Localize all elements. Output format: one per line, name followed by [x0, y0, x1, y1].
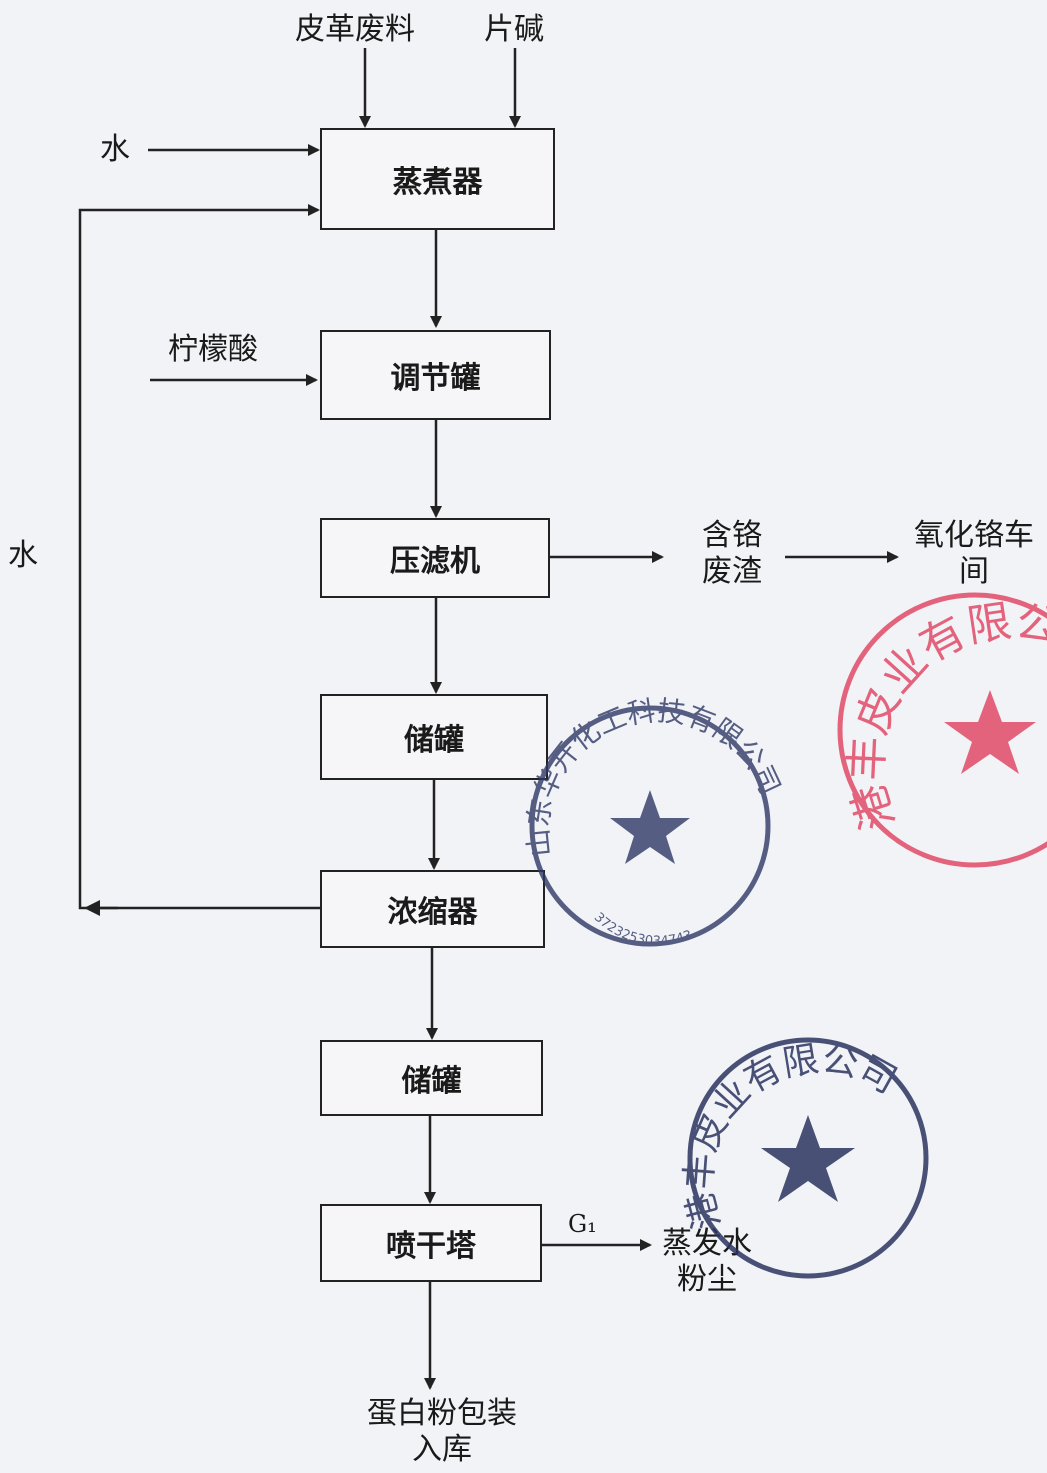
step-steamer: 蒸煮器	[320, 128, 555, 230]
output-emission: 蒸发水 粉尘	[652, 1226, 762, 1298]
step-adjust-tank: 调节罐	[320, 330, 551, 420]
step-storage-tank-2-label: 储罐	[401, 1064, 462, 1099]
output-chrome-residue-line1: 含铬	[702, 518, 762, 553]
step-concentrator-label: 浓缩器	[387, 895, 478, 930]
step-spray-tower-label: 喷干塔	[386, 1229, 476, 1264]
output-emission-line2: 粉尘	[677, 1262, 737, 1297]
step-concentrator: 浓缩器	[320, 870, 545, 948]
output-chrome-residue: 含铬 废渣	[692, 518, 772, 590]
step-adjust-tank-label: 调节罐	[390, 361, 481, 396]
output-product-line2: 入库	[412, 1432, 472, 1467]
output-product-line1: 蛋白粉包装	[367, 1396, 517, 1431]
recycle-water-loop	[78, 204, 320, 910]
output-emission-line1: 蒸发水	[662, 1226, 752, 1261]
output-product: 蛋白粉包装 入库	[352, 1396, 532, 1468]
emission-label: G₁	[568, 1210, 597, 1238]
output-chrome-workshop-line1: 氧化铬车	[914, 518, 1034, 553]
step-storage-tank-1-label: 储罐	[404, 723, 464, 758]
output-chrome-workshop: 氧化铬车 间	[904, 518, 1044, 590]
input-caustic-soda: 片碱	[484, 12, 544, 47]
recycle-water-label: 水	[8, 538, 38, 573]
input-citric-acid: 柠檬酸	[168, 332, 258, 367]
output-chrome-residue-line2: 废渣	[702, 554, 762, 589]
step-filter-press: 压滤机	[320, 518, 550, 598]
input-leather-waste: 皮革废料	[295, 12, 415, 47]
step-steamer-label: 蒸煮器	[392, 165, 483, 200]
step-filter-press-label: 压滤机	[390, 544, 480, 579]
output-chrome-workshop-line2: 间	[959, 554, 989, 589]
step-spray-tower: 喷干塔	[320, 1204, 542, 1282]
step-storage-tank-2: 储罐	[320, 1040, 543, 1116]
step-storage-tank-1: 储罐	[320, 694, 548, 780]
input-water: 水	[100, 132, 130, 167]
recycle-water-arrowhead	[84, 900, 100, 916]
